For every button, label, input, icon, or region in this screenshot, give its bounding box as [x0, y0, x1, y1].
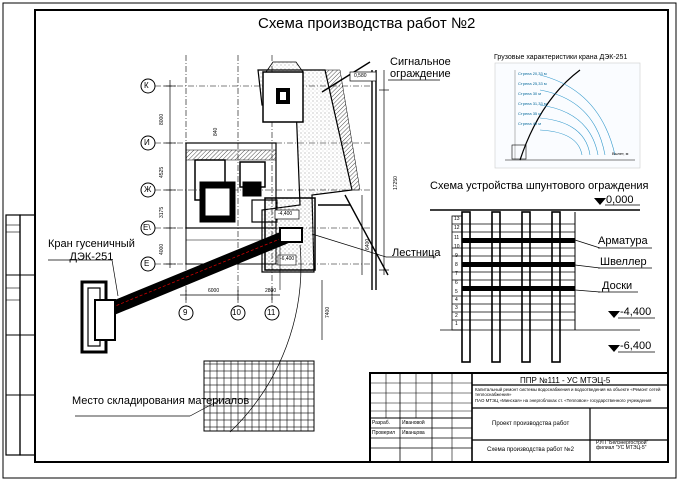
crane-chart-reach-4: Стрела 31,33 м [518, 101, 547, 106]
building-plan [185, 142, 278, 265]
tier-8: 8 [455, 262, 458, 268]
axis-col-10: 10 [232, 308, 241, 317]
channel-label: Швеллер [600, 256, 647, 268]
stamp-row1-a: Разраб. [372, 420, 391, 426]
elev-tag-0580 [349, 71, 377, 82]
leaders [48, 79, 440, 417]
crane-chart-title: Грузовые характеристики крана ДЭК-251 [494, 54, 628, 61]
axis-row-k: К [144, 81, 149, 90]
boards-label: Доски [602, 280, 633, 292]
crane-chart-reach-6: Стрела 40 м [518, 121, 542, 126]
sheet-pile-title: Схема устройства шпунтового ограждения [430, 180, 649, 192]
level-top: 0,000 [606, 194, 634, 206]
stamp-sheet: Схема производства работ №2 [487, 447, 574, 453]
axis-col-11: 11 [267, 308, 276, 317]
axis-row-zh: Ж [144, 185, 152, 194]
side-stamp [5, 214, 36, 456]
level-bottom: -6,400 [620, 340, 652, 352]
crane-chart-reach-2: Стрела 25,33 м [518, 81, 547, 86]
elev-m4400: -4,400 [278, 211, 293, 217]
dim-840: 840 [213, 127, 219, 136]
title-block [369, 372, 669, 463]
dim-7400: 7400 [325, 306, 331, 318]
tier-13: 13 [454, 216, 460, 222]
page-title: Схема производства работ №2 [258, 15, 476, 32]
stamp-code: ППР №111 - УС МТЭЦ-5 [520, 376, 611, 385]
crane-chart-axis-note: Вылет, м [612, 151, 629, 156]
crane-body [80, 280, 116, 354]
dim-6000: 6000 [208, 288, 220, 294]
dim-4000: 4000 [159, 243, 165, 255]
crane-chart-reach-1: Стрела 20,33 м [518, 71, 547, 76]
signal-fence [318, 61, 389, 290]
stamp-row2-b: Иванцова [402, 430, 425, 436]
tier-5: 5 [455, 289, 458, 295]
dim-8000: 8000 [159, 113, 165, 125]
dim-4525: 4525 [159, 166, 165, 178]
tier-3: 3 [455, 305, 458, 311]
dim-17250: 17250 [393, 176, 399, 190]
tier-11: 11 [454, 235, 460, 241]
tier-4: 4 [455, 297, 458, 303]
tier-1: 1 [455, 321, 458, 327]
elev-0580: 0,580 [354, 73, 367, 79]
axis-row-e: Е [144, 259, 150, 268]
stamp-object-2: ПАО МТЭЦ «Минская» на энергоблоках ст. «… [475, 398, 652, 403]
crane-chart-reach-5: Стрела 35 м [518, 111, 542, 116]
elev-m6400: -6,400 [280, 256, 295, 262]
tier-9: 9 [455, 253, 458, 259]
tier-6: 6 [455, 280, 458, 286]
stamp-project: Проект производства работ [492, 421, 570, 427]
axis-bubbles [140, 78, 280, 321]
dimension-lines [164, 70, 389, 340]
crane-chart [494, 62, 641, 169]
stamp-object-1: Капитальный ремонт системы водоснабжения… [475, 387, 661, 397]
slope-hatch [324, 69, 361, 191]
tier-7: 7 [455, 271, 458, 277]
dim-6400: 6400 [365, 238, 371, 250]
tier-10: 10 [454, 244, 460, 250]
ladder-label: Лестница [392, 247, 441, 259]
storage-label: Место складирования материалов [72, 395, 250, 407]
level-mid: -4,400 [620, 306, 652, 318]
tier-2: 2 [455, 313, 458, 319]
axis-col-9: 9 [183, 308, 188, 317]
elev-tag-4400 [274, 209, 300, 220]
stamp-row1-b: Ивановой [402, 420, 425, 426]
stamp-row2-a: Проверил [372, 430, 396, 436]
dim-2800: 2800 [265, 288, 277, 294]
sheet-pile-channels [462, 238, 575, 291]
storage-area [203, 360, 315, 432]
stamp-org: РУП "Белэнергострой" филиал "УС МТЭЦ-5" [596, 440, 649, 452]
level-markers [594, 198, 620, 352]
axis-row-i: И [144, 138, 150, 147]
crane-boom [95, 227, 303, 320]
crane-label: Кран гусеничный ДЭК-251 [48, 238, 135, 263]
crane-chart-reach-3: Стрела 30 м [518, 91, 542, 96]
axis-row-e2: Е\ [143, 223, 151, 232]
tier-12: 12 [454, 225, 460, 231]
rebar-label: Арматура [598, 235, 648, 247]
dim-3175: 3175 [159, 206, 165, 218]
sheet-pile-leaders [574, 204, 655, 353]
fence-label: Сигнальное ограждение [390, 56, 451, 81]
